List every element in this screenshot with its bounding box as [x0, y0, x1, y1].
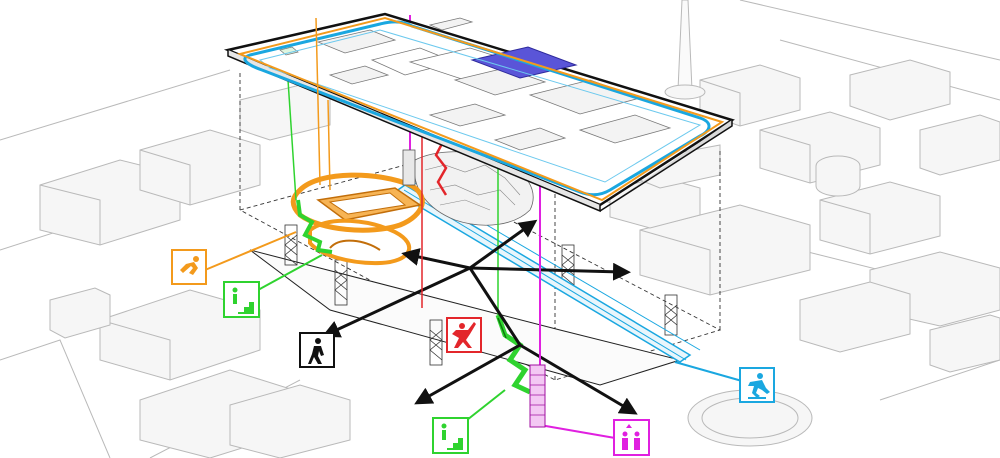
pedestrian-path-spine — [468, 267, 522, 346]
skater-icon — [748, 373, 770, 399]
pedestrian-arrow-southwest — [414, 343, 521, 405]
pedestrian-arrow-northwest — [401, 248, 471, 270]
legend-pedestrian — [299, 332, 335, 368]
runner-icon — [180, 256, 199, 275]
pedestrian-arrow-east — [469, 262, 631, 281]
running-track — [236, 16, 725, 202]
pedestrian-arrow-north — [469, 219, 538, 270]
stairs-routes — [287, 79, 532, 395]
column-5 — [664, 294, 678, 336]
legend-stairs-left — [223, 254, 323, 318]
pedestrian-arrow-southeast — [519, 343, 638, 415]
legend-climbing — [446, 317, 482, 353]
stairs-icon — [232, 287, 254, 314]
legend-elevator — [613, 419, 650, 456]
legend-running — [171, 231, 297, 285]
column-1 — [284, 224, 298, 266]
roof-plate — [223, 12, 735, 213]
pedestrian-flows — [321, 219, 638, 415]
column-3 — [429, 319, 443, 366]
elevator-icon — [622, 424, 640, 450]
elevator-route — [402, 15, 616, 439]
pedestrian-icon — [308, 338, 324, 364]
stairs-icon — [441, 423, 463, 450]
legend-skating — [674, 361, 775, 403]
pedestrian-arrow-west — [321, 266, 471, 338]
legend-stairs-bottom — [432, 389, 506, 454]
climber-icon — [452, 322, 476, 348]
sculpture-texture — [424, 164, 521, 211]
